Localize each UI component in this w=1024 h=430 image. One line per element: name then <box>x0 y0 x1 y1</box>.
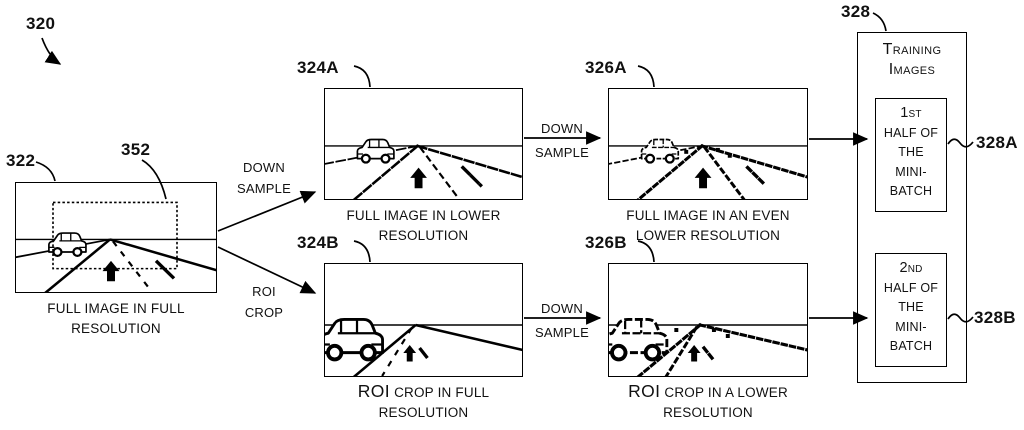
roi-crop-lower-resolution-box <box>608 263 808 377</box>
up-arrow-icon <box>687 345 701 362</box>
ref-label-320: 320 <box>26 14 56 33</box>
down-sample-label-mid-top-word1: DOWN <box>541 121 583 136</box>
car-icon <box>325 317 384 362</box>
ref-label-328B: 328B <box>974 308 1016 327</box>
road-scene-roi-crop-lower-resolution <box>609 317 807 376</box>
leader-326A <box>637 65 655 88</box>
ref-label-324B: 324B <box>297 233 339 252</box>
roi-crop-full-resolution-box <box>324 263 523 377</box>
full-image-even-lower-resolution-box <box>608 88 808 200</box>
road-scene-roi-crop <box>325 317 522 376</box>
ref-label-328: 328 <box>841 2 871 21</box>
figure-ref-arrow <box>41 37 62 65</box>
up-arrow-icon <box>403 345 417 362</box>
car-icon <box>609 317 669 362</box>
first-half-mini-batch-box: 1st HALF OF THE MINI- BATCH <box>875 98 947 212</box>
second-half-mini-batch-box: 2nd HALF OF THE MINI- BATCH <box>875 253 947 367</box>
full-image-full-resolution-box <box>15 182 217 293</box>
up-arrow-icon <box>410 167 427 189</box>
ref-label-328A: 328A <box>976 133 1018 152</box>
road-scene-even-lower-resolution <box>609 138 807 199</box>
training-images-title: Training Images <box>882 41 942 78</box>
ordinal-label: 2nd <box>899 260 923 276</box>
down-sample-label-top: DOWN SAMPLE <box>237 160 291 196</box>
down-sample-label-mid-top-word2: SAMPLE <box>535 145 589 160</box>
ref-label-322: 322 <box>6 151 36 170</box>
road-scene-full-resolution <box>16 201 216 292</box>
caption-full-image-even-lower-resolution: FULL IMAGE IN AN EVEN LOWER RESOLUTION <box>626 208 790 243</box>
caption-full-image-full-resolution: FULL IMAGE IN FULL RESOLUTION <box>47 301 185 336</box>
leader-322 <box>35 161 56 182</box>
up-arrow-icon <box>694 167 712 189</box>
ref-label-326B: 326B <box>585 233 627 252</box>
road-scene-lower-resolution <box>325 138 522 199</box>
roi-region-outline <box>52 201 178 270</box>
leader-324A <box>353 65 371 88</box>
ref-label-324A: 324A <box>297 58 339 77</box>
car-icon <box>48 232 87 257</box>
down-sample-label-mid-bottom-word2: SAMPLE <box>535 325 589 340</box>
ref-label-352: 352 <box>121 140 151 159</box>
leader-328 <box>872 12 887 32</box>
car-icon <box>640 138 680 164</box>
roi-crop-label: ROI CROP <box>244 284 284 320</box>
caption-full-image-lower-resolution: FULL IMAGE IN LOWER RESOLUTION <box>346 208 501 243</box>
down-sample-label-mid-bottom-word1: DOWN <box>541 301 583 316</box>
ordinal-label: 1st <box>900 105 922 121</box>
car-icon <box>356 138 395 164</box>
up-arrow-icon <box>102 260 120 282</box>
full-image-lower-resolution-box <box>324 88 523 200</box>
ref-label-326A: 326A <box>585 58 627 77</box>
